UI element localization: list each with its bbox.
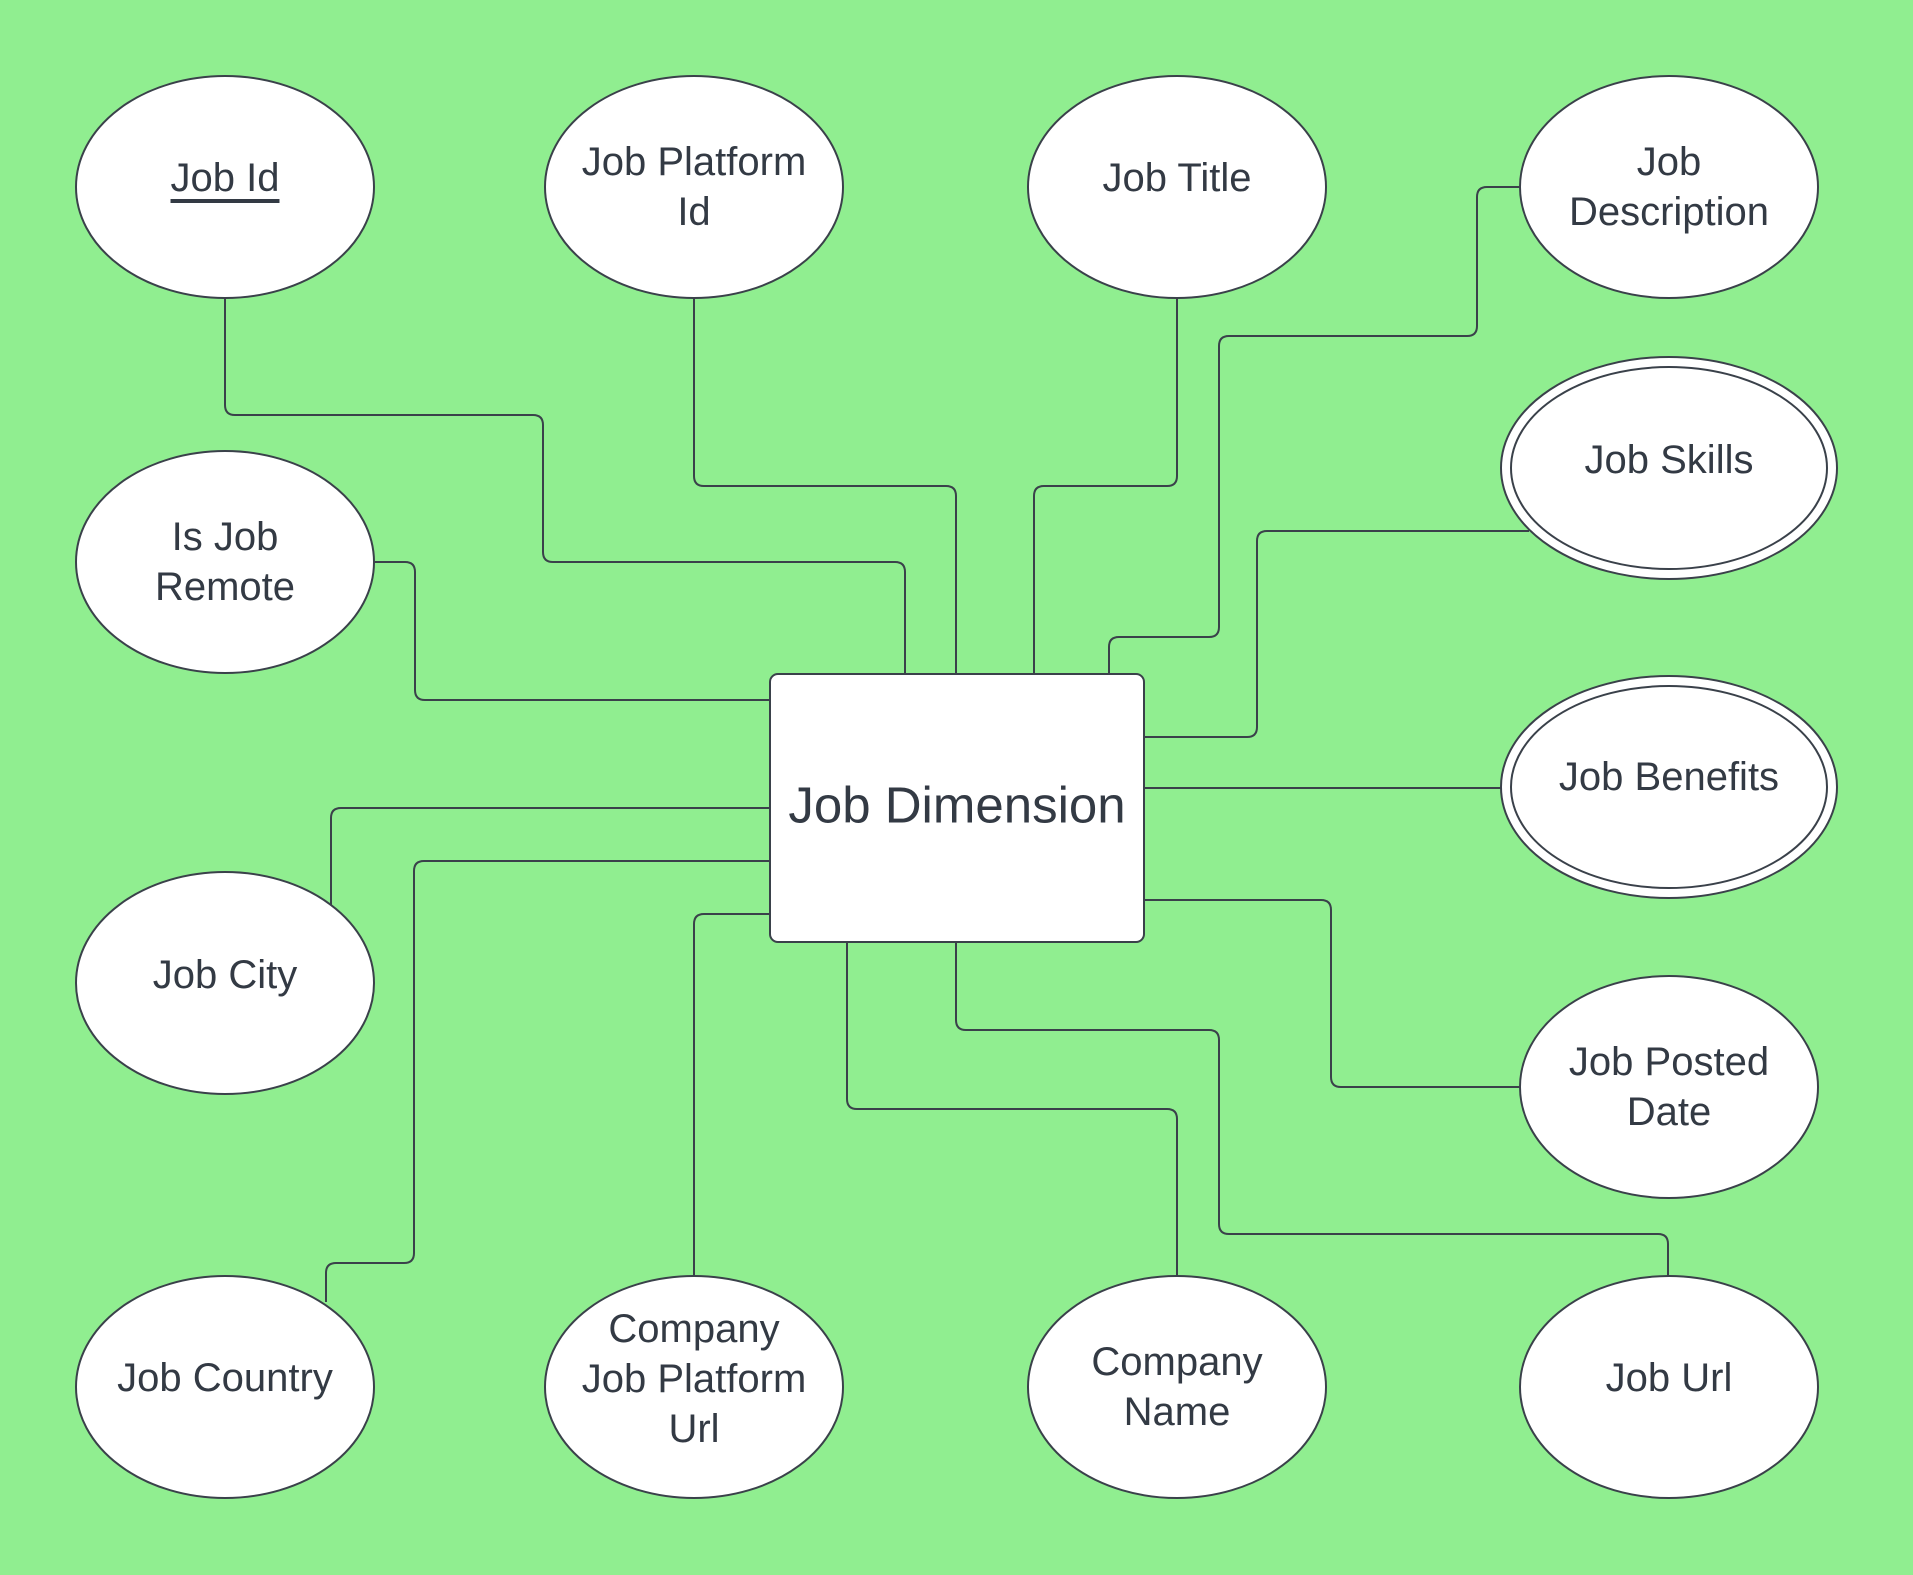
attribute-ellipse xyxy=(1519,75,1819,299)
attribute-label: Job Title xyxy=(1103,156,1252,200)
attribute-ellipse xyxy=(544,75,844,299)
entity-job-dimension: Job Dimension xyxy=(769,673,1145,943)
attribute-label: Company xyxy=(608,1307,779,1351)
connector-job-url xyxy=(955,942,1669,1276)
attribute-label: Job Platform xyxy=(582,1357,807,1401)
connector-job-city xyxy=(330,807,770,905)
connector-company-job-platform-url xyxy=(693,913,770,1276)
connector-job-skills xyxy=(1144,530,1529,738)
connector-is-job-remote xyxy=(374,561,770,701)
attribute-job-skills: Job Skills xyxy=(1500,356,1838,580)
attribute-job-benefits: Job Benefits xyxy=(1500,675,1838,899)
attribute-inner-ellipse xyxy=(1510,685,1828,889)
connector-job-country xyxy=(325,860,770,1302)
attribute-job-city: Job City xyxy=(75,871,375,1095)
attribute-label: Job Url xyxy=(1606,1356,1733,1400)
connector-job-id xyxy=(224,298,906,674)
attribute-label: Name xyxy=(1124,1390,1231,1434)
connector-company-name xyxy=(846,942,1178,1276)
attribute-label: Date xyxy=(1627,1090,1712,1134)
connector-lines xyxy=(224,186,1669,1302)
attribute-label: Job Platform xyxy=(582,140,807,184)
attribute-label: Job Posted xyxy=(1569,1040,1769,1084)
attribute-label: Is Job xyxy=(172,515,279,559)
connector-job-posted-date xyxy=(1144,899,1520,1088)
entity-label: Job Dimension xyxy=(788,777,1125,834)
connector-job-title xyxy=(1033,298,1178,674)
attribute-job-title: Job Title xyxy=(1027,75,1327,299)
connector-job-description xyxy=(1108,186,1520,674)
attribute-label: Job Skills xyxy=(1585,438,1754,482)
attribute-ellipse xyxy=(75,871,375,1095)
attribute-label: Url xyxy=(668,1407,719,1451)
attribute-inner-ellipse xyxy=(1510,366,1828,570)
attribute-ellipse xyxy=(75,75,375,299)
attribute-label: Job Country xyxy=(117,1356,333,1400)
attribute-ellipse xyxy=(75,450,375,674)
attribute-label: Company xyxy=(1091,1340,1262,1384)
attribute-label: Job City xyxy=(153,953,298,997)
attribute-job-id: Job Id xyxy=(75,75,375,299)
attribute-ellipse xyxy=(544,1275,844,1499)
attribute-ellipse xyxy=(1519,1275,1819,1499)
attribute-ellipse xyxy=(1027,75,1327,299)
attribute-label: Job xyxy=(1637,140,1702,184)
attribute-job-url: Job Url xyxy=(1519,1275,1819,1499)
attribute-label: Description xyxy=(1569,190,1769,234)
connector-job-platform-id xyxy=(693,298,957,674)
attribute-label: Remote xyxy=(155,565,295,609)
attribute-label: Id xyxy=(677,190,710,234)
entity-box xyxy=(769,673,1145,943)
attribute-label: Job Benefits xyxy=(1559,755,1779,799)
attribute-label: Job Id xyxy=(171,156,280,200)
attribute-job-country: Job Country xyxy=(75,1275,375,1499)
attribute-ellipse xyxy=(1519,975,1819,1199)
attribute-ellipse xyxy=(1027,1275,1327,1499)
attribute-ellipse xyxy=(75,1275,375,1499)
